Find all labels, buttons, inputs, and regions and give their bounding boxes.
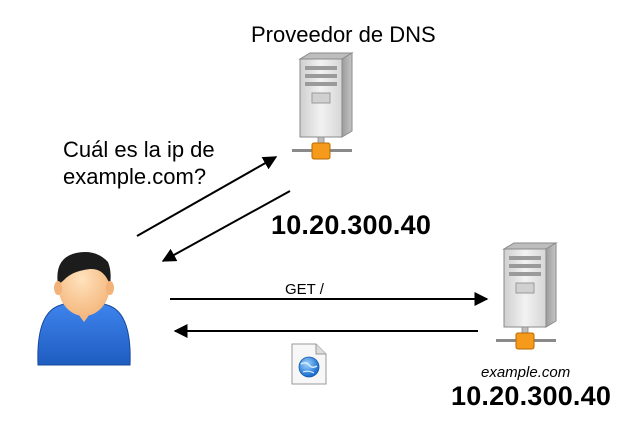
web-server-ip: 10.20.300.40 (451, 381, 612, 411)
dns-query-arrow (136, 156, 278, 237)
dns-query-text: Cuál es la ip de example.com? (63, 136, 215, 190)
dns-query-line-2: example.com? (63, 164, 207, 189)
web-document-icon (291, 343, 327, 385)
dns-response-ip: 10.20.300.40 (271, 210, 432, 240)
web-server-icon (496, 242, 558, 350)
http-request-label: GET / (285, 281, 324, 298)
dns-query-line-1: Cuál es la ip de (63, 137, 215, 162)
user-avatar-icon (37, 252, 131, 366)
dns-provider-title: Proveedor de DNS (251, 22, 436, 47)
dns-server-icon (292, 52, 354, 160)
dns-response-arrow (161, 190, 291, 262)
web-server-name: example.com (481, 364, 571, 381)
